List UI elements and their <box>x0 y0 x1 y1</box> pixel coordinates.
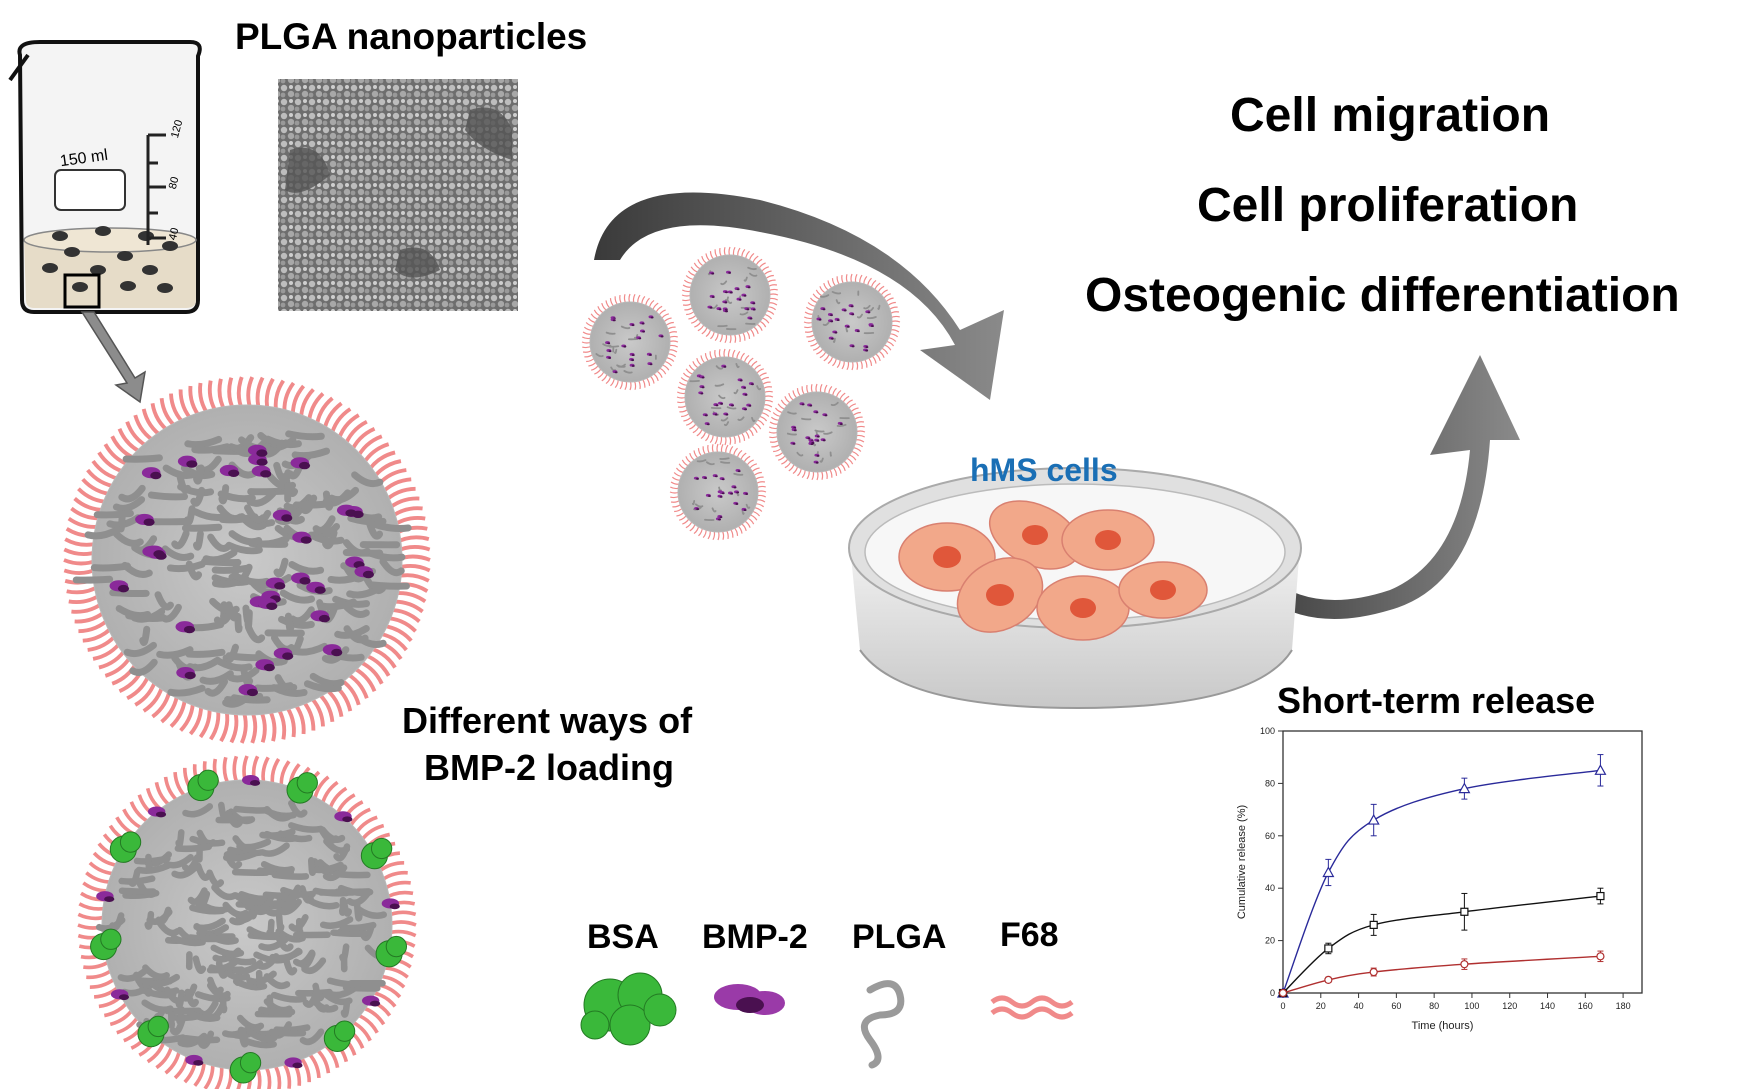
data-point <box>1367 813 1380 825</box>
outcome-cell-proliferation: Cell proliferation <box>1197 179 1579 232</box>
x-tick-label: 0 <box>1280 1001 1285 1011</box>
release-chart: 0 20 40 60 80 100 0 20 40 60 80 100 120 140 160 180Time… <box>1236 726 1643 1032</box>
small-nanoparticle <box>581 293 679 391</box>
zoom-arrow <box>80 311 147 404</box>
x-tick-label: 160 <box>1578 1001 1593 1011</box>
data-point <box>1596 891 1605 901</box>
zoom-box <box>63 273 101 309</box>
beaker-label-box <box>54 169 126 211</box>
legend-label-plga: PLGA <box>852 918 947 956</box>
legend-glyphs <box>580 972 1074 1069</box>
small-nanoparticle <box>669 443 767 541</box>
page-title: PLGA nanoparticles <box>235 16 588 57</box>
chart-title: Short-term release <box>1277 680 1596 721</box>
arrow-to-outcomes <box>1238 355 1520 619</box>
legend-bsa-glyph <box>580 972 677 1046</box>
x-tick-label: 20 <box>1316 1001 1326 1011</box>
small-nanoparticle <box>768 383 866 481</box>
data-point <box>1596 952 1605 961</box>
data-point <box>1324 944 1333 953</box>
x-tick-label: 40 <box>1354 1001 1364 1011</box>
nanoparticle-bmp2-encapsulated <box>63 376 431 744</box>
y-tick-label: 20 <box>1265 936 1275 946</box>
x-tick-label: 140 <box>1540 1001 1555 1011</box>
nanoparticle-bmp2-adsorbed <box>77 755 417 1089</box>
legend-label-bsa: BSA <box>587 918 659 956</box>
y-tick-label: 100 <box>1260 726 1275 736</box>
legend-label-bmp2: BMP-2 <box>702 918 808 956</box>
outcome-osteogenic-differentiation: Osteogenic differentiation <box>1085 269 1680 322</box>
petri-dish <box>848 467 1302 710</box>
data-point <box>1458 782 1471 794</box>
legend-plga-glyph <box>860 980 905 1069</box>
dish-label: hMS cells <box>970 452 1118 488</box>
outcome-cell-migration: Cell migration <box>1230 89 1551 142</box>
y-tick-label: 80 <box>1265 778 1275 788</box>
legend-bmp2-glyph <box>714 984 785 1015</box>
chart-frame <box>1282 730 1643 994</box>
y-tick-label: 0 <box>1270 988 1275 998</box>
y-axis-label: Cumulative release (%) <box>1236 805 1248 919</box>
x-tick-label: 180 <box>1616 1001 1631 1011</box>
small-nanoparticle <box>803 273 901 371</box>
data-point <box>1369 967 1378 977</box>
y-tick-label: 60 <box>1265 831 1275 841</box>
big-nanoparticle-encapsulated <box>63 376 431 744</box>
x-tick-label: 60 <box>1391 1001 1401 1011</box>
legend-f68-glyph <box>990 995 1074 1020</box>
loading-caption-line1: Different ways of <box>402 700 693 741</box>
data-point <box>1594 764 1607 775</box>
series-line <box>1282 955 1601 994</box>
x-tick-label: 120 <box>1502 1001 1517 1011</box>
x-axis-label: Time (hours) <box>1412 1020 1474 1032</box>
beaker <box>8 40 202 404</box>
data-point <box>1369 920 1378 929</box>
y-tick-label: 40 <box>1265 883 1275 893</box>
loading-caption-line2: BMP-2 loading <box>424 747 674 788</box>
small-nanoparticle <box>681 246 779 344</box>
series-line <box>1282 895 1601 994</box>
data-point <box>1322 866 1335 878</box>
small-nanoparticles <box>581 246 901 541</box>
data-point <box>1460 960 1469 969</box>
data-point <box>1278 988 1288 998</box>
arrow-to-dish <box>594 192 1004 400</box>
small-nanoparticle <box>676 348 774 446</box>
data-point <box>1324 975 1333 985</box>
beaker-scale <box>146 133 166 245</box>
beaker-particles <box>42 226 178 293</box>
x-tick-label: 100 <box>1464 1001 1479 1011</box>
hms-cells <box>898 500 1208 641</box>
data-point <box>1460 907 1469 916</box>
big-nanoparticle-adsorbed <box>77 755 417 1089</box>
x-tick-label: 80 <box>1429 1001 1439 1011</box>
legend-label-f68: F68 <box>1000 916 1059 954</box>
series-circle <box>1278 950 1605 998</box>
